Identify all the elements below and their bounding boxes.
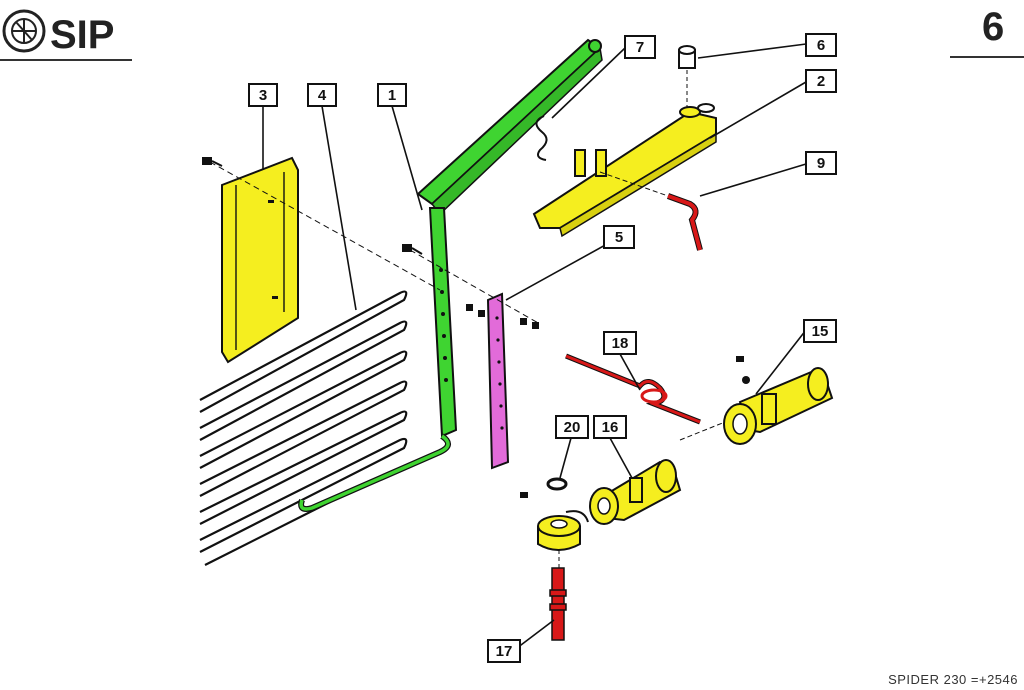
callout-label: 2 [817, 73, 825, 90]
part-15-yellow-shaft [679, 356, 834, 445]
callout-18: 18 [603, 331, 637, 355]
part-20-washer [546, 477, 568, 491]
page-number: 6 [982, 5, 1004, 49]
model-code: SPIDER 230 =+2546 [888, 672, 1018, 687]
callout-leaders [262, 43, 807, 649]
brand-logo: SIP [2, 9, 114, 57]
callout-label: 7 [636, 39, 644, 56]
callout-label: 1 [388, 87, 396, 104]
bolt-icon [736, 356, 750, 384]
nut-icon [466, 304, 485, 317]
callout-7: 9 [805, 151, 837, 175]
callout-3: 3 [248, 83, 278, 107]
hub-assembly [520, 492, 589, 551]
sip-emblem-icon [2, 9, 46, 53]
part-3-yellow-plate [221, 156, 299, 364]
part-17-red-shaft [549, 550, 567, 641]
callout-label: 3 [259, 87, 267, 104]
bolt-icon [202, 157, 223, 167]
callout-label: 15 [812, 323, 829, 340]
callout-16: 16 [593, 415, 627, 439]
callout-label: 17 [496, 643, 513, 660]
callout-6: 6 [805, 33, 837, 57]
part-16-yellow-coupling [589, 459, 682, 525]
callout-label: 18 [612, 335, 629, 352]
part-9-clip [535, 115, 548, 161]
brand-name: SIP [50, 13, 114, 57]
part-4-rake-tines [199, 290, 408, 566]
callout-5: 5 [603, 225, 635, 249]
callout-4: 4 [307, 83, 337, 107]
callout-label: 5 [615, 229, 623, 246]
part-2-yellow-arm [532, 103, 717, 238]
part-1-green-frame [298, 38, 603, 512]
part-18-red-bracket [565, 353, 701, 425]
assembly-hardware [202, 157, 541, 329]
callout-label: 6 [817, 37, 825, 54]
callout-15: 15 [803, 319, 837, 343]
callout-label: 4 [318, 87, 327, 104]
nut-icon [520, 318, 539, 329]
callout-2: 2 [805, 69, 837, 93]
callout-9: 7 [624, 35, 656, 59]
callout-20: 20 [555, 415, 589, 439]
callout-label: 16 [602, 419, 619, 436]
part-7-red-pin [599, 171, 703, 251]
part-5-magenta-bar [486, 292, 510, 470]
bolt-icon [402, 244, 423, 255]
callout-1: 1 [377, 83, 407, 107]
callout-17: 17 [487, 639, 521, 663]
bolt-icon [520, 492, 528, 498]
callout-label: 9 [817, 155, 825, 172]
part-6-bushing [678, 45, 696, 108]
callout-label: 20 [564, 419, 581, 436]
